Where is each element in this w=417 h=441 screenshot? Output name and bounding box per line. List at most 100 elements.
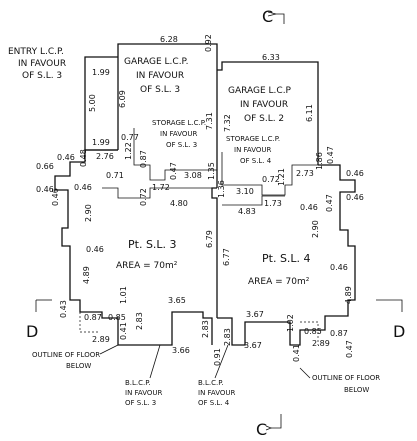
entry-lcp-label-1: ENTRY L.C.P. [8, 47, 64, 57]
dim-0-46-f: 0.46 [346, 193, 364, 202]
dim-0-77: 0.77 [121, 133, 139, 142]
dim-2-76: 2.76 [96, 152, 114, 161]
dim-6-28: 6.28 [160, 35, 178, 44]
storage-lcp-sl4-label-1: STORAGE L.C.P. [226, 135, 280, 143]
dim-1-35: 1.35 [207, 162, 216, 180]
dim-0-46-a: 0.46 [57, 153, 75, 162]
dim-3-67-b: 3.67 [244, 341, 262, 350]
section-c-bottom-arrow [271, 414, 282, 429]
dim-4-83: 4.83 [238, 207, 256, 216]
dim-1-99-top: 1.99 [92, 68, 110, 77]
blcp-sl3-label-2: IN FAVOUR [125, 389, 163, 397]
blcp-sl4-leader [214, 344, 229, 379]
dim-2-73: 2.73 [296, 169, 314, 178]
storage-lcp-sl4-label-3: OF S.L. 4 [240, 157, 272, 165]
dim-2-83-c: 2.83 [223, 328, 232, 346]
dim-0-72-b: 0.72 [262, 175, 280, 184]
floor-below-outline-right [300, 321, 319, 345]
dim-0-41-b: 0.41 [292, 344, 301, 362]
storage-lcp-sl3-boundary [133, 128, 217, 181]
dim-1-99-bottom: 1.99 [92, 138, 110, 147]
outline-right-label-2: BELOW [344, 386, 369, 394]
dim-0-46-g: 0.46 [300, 203, 318, 212]
garage-lcp-sl2-label-2: IN FAVOUR [240, 100, 288, 110]
dim-0-46-d: 0.46 [86, 245, 104, 254]
lot-3-area: AREA = 70m² [116, 261, 178, 271]
lot-4-area: AREA = 70m² [248, 277, 310, 287]
blcp-sl3-label-1: B.L.C.P. [125, 379, 151, 387]
party-wall [211, 187, 218, 318]
dim-4-80: 4.80 [170, 199, 188, 208]
dim-7-32: 7.32 [223, 114, 232, 132]
dim-0-87-a: 0.87 [139, 150, 148, 168]
dim-2-90-a: 2.90 [84, 204, 93, 222]
dim-0-46-e: 0.46 [346, 169, 364, 178]
garage-lcp-sl3-boundary [117, 43, 218, 188]
lot-3-name: Pt. S.L. 3 [128, 238, 177, 251]
dim-1-72: 1.72 [152, 183, 170, 192]
garage-lcp-sl2-boundary [217, 61, 319, 165]
dim-0-85-b: 0.85 [304, 327, 322, 336]
entry-lcp-label-3: OF S.L. 3 [22, 71, 62, 81]
outline-left-leader [99, 344, 119, 355]
dim-1-02: 1.02 [286, 314, 295, 332]
dim-0-47-d: 0.47 [345, 340, 354, 358]
dim-3-66: 3.66 [172, 346, 190, 355]
dim-1-21: 1.21 [277, 168, 286, 186]
dim-2-83-b: 2.83 [201, 320, 210, 338]
garage-lcp-sl3-label-1: GARAGE L.C.P. [124, 57, 188, 67]
storage-lcp-sl3-label-2: IN FAVOUR [160, 130, 198, 138]
section-c-top: C [262, 7, 273, 26]
dim-6-77: 6.77 [222, 248, 231, 266]
storage-lcp-sl3-label-1: STORAGE L.C.P. [152, 119, 206, 127]
lot-3-boundary [54, 149, 213, 346]
storage-lcp-sl3-label-3: OF S.L. 3 [166, 141, 197, 149]
outline-right-label-1: OUTLINE OF FLOOR [312, 374, 380, 382]
entry-lcp-label-2: IN FAVOUR [18, 59, 66, 69]
dim-5-00: 5.00 [88, 94, 97, 112]
dim-0-46-b: 0.46 [74, 183, 92, 192]
dim-0-47-a: 0.47 [169, 162, 178, 180]
dim-4-89-b: 4.89 [344, 286, 353, 304]
floor-below-outline-left [79, 300, 100, 333]
blcp-sl3-leader [149, 344, 161, 379]
dim-2-90-b: 2.90 [311, 220, 320, 238]
dim-4-89-a: 4.89 [82, 266, 91, 284]
garage-lcp-sl3-label-2: IN FAVOUR [136, 71, 184, 81]
dim-2-89-a: 2.89 [92, 335, 110, 344]
dim-2-89-b: 2.89 [312, 339, 330, 348]
dim-3-67-a: 3.67 [246, 310, 264, 319]
dim-0-92: 0.92 [204, 34, 213, 52]
section-c-top-arrow [276, 13, 285, 24]
storage-lcp-sl4-label-2: IN FAVOUR [234, 146, 272, 154]
garage-lcp-sl3-label-3: OF S.L. 3 [140, 85, 180, 95]
dim-1-86: 1.86 [315, 152, 324, 170]
lot-4-boundary [217, 164, 356, 346]
garage-lcp-sl2-label-1: GARAGE L.C.P [228, 86, 292, 96]
dim-1-36: 1.36 [217, 180, 226, 198]
internal-step-lot4 [222, 195, 285, 206]
dim-3-08: 3.08 [184, 171, 202, 180]
section-d-right: D [393, 322, 405, 341]
dim-6-33: 6.33 [262, 53, 280, 62]
dim-0-41-a: 0.41 [119, 322, 128, 340]
dim-0-66: 0.66 [36, 162, 54, 171]
dim-0-48-a: 0.48 [79, 149, 88, 167]
dim-0-46-h: 0.46 [330, 263, 348, 272]
lot-4-name: Pt. S.L. 4 [262, 252, 311, 265]
dim-0-71: 0.71 [106, 171, 124, 180]
dim-0-47-b: 0.47 [326, 146, 335, 164]
dim-1-73: 1.73 [264, 199, 282, 208]
blcp-sl3-label-3: OF S.L. 3 [125, 399, 156, 407]
section-c-bottom-arrowhead [265, 425, 273, 431]
dim-0-46-c: 0.46 [51, 188, 60, 206]
dim-0-91: 0.91 [213, 348, 222, 366]
section-c-bottom: C [256, 420, 267, 439]
section-d-left: D [26, 322, 38, 341]
plan-linework [54, 43, 356, 346]
dim-0-87-c: 0.87 [330, 329, 348, 338]
blcp-sl4-label-2: IN FAVOUR [198, 389, 236, 397]
dim-1-01: 1.01 [119, 286, 128, 304]
internal-step-lot3 [102, 187, 212, 199]
